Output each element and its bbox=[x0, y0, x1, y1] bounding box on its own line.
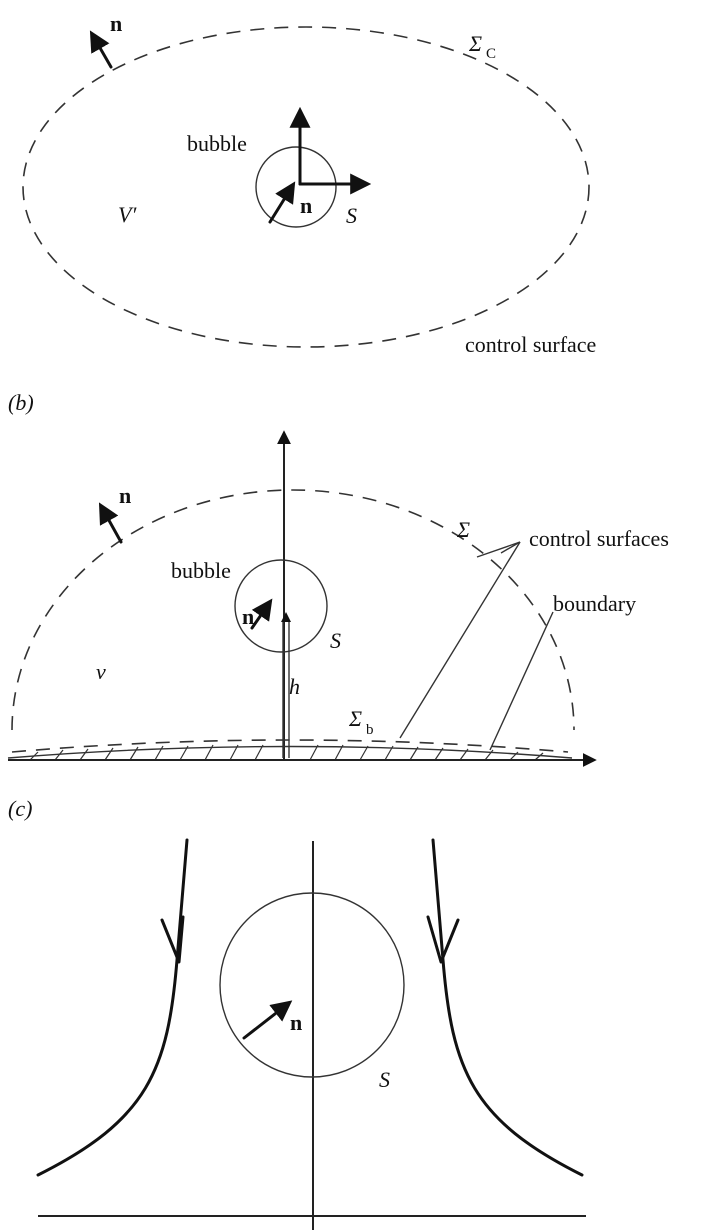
leader-sigma-b-tick bbox=[500, 541, 521, 554]
left-streamline bbox=[36, 838, 189, 1177]
outer-normal-arrow bbox=[98, 502, 123, 544]
sigma-b-subscript: b bbox=[366, 722, 374, 738]
boundary-line bbox=[7, 745, 573, 759]
sigma-c-label: Σ bbox=[468, 31, 482, 56]
bubble-normal-label: n bbox=[300, 193, 312, 218]
control-surface-sigma bbox=[11, 489, 575, 731]
height-arrowhead bbox=[281, 612, 291, 622]
outer-normal-label: n bbox=[119, 483, 131, 508]
bubble-normal-label: n bbox=[290, 1010, 302, 1035]
left-streamline-arrowhead bbox=[160, 915, 185, 964]
bubble-circle bbox=[234, 559, 328, 653]
bubble-circle bbox=[255, 146, 337, 228]
volume-label: v bbox=[96, 659, 106, 684]
outer-normal-label: n bbox=[110, 11, 122, 36]
sigma-label: Σ bbox=[456, 517, 470, 542]
right-streamline-arrowhead bbox=[426, 915, 460, 964]
leader-sigma-b bbox=[399, 541, 521, 739]
control-surface-sigma-c bbox=[22, 26, 590, 348]
surface-s-label: S bbox=[379, 1067, 390, 1092]
bubble-normal-arrow bbox=[268, 181, 296, 224]
sigma-c-subscript: C bbox=[486, 46, 496, 62]
panel-c-label: (c) bbox=[8, 796, 32, 821]
panel-c: (c) n S bbox=[8, 796, 586, 1230]
bubble-label: bubble bbox=[187, 131, 247, 156]
sigma-b-surface bbox=[11, 739, 569, 753]
control-surfaces-label: control surfaces bbox=[529, 526, 669, 551]
surface-s-label: S bbox=[330, 628, 341, 653]
bubble-label: bubble bbox=[171, 558, 231, 583]
leader-sigma bbox=[476, 541, 521, 558]
panel-a: n Σ C n bubble V′ S control surface bbox=[22, 11, 596, 357]
boundary-hatching bbox=[29, 744, 544, 761]
leader-boundary bbox=[489, 611, 554, 751]
outer-normal-arrow bbox=[89, 30, 113, 69]
bubble-circle bbox=[219, 892, 405, 1078]
volume-label: V′ bbox=[118, 202, 137, 227]
bubble-normal-arrow bbox=[250, 598, 273, 630]
boundary-label: boundary bbox=[553, 591, 636, 616]
bubble-normal-arrow bbox=[242, 1000, 293, 1040]
surface-s-label: S bbox=[346, 203, 357, 228]
bubble-normal-label: n bbox=[242, 604, 254, 629]
control-surface-label: control surface bbox=[465, 332, 596, 357]
panel-b-label: (b) bbox=[8, 390, 34, 415]
panel-b: (b) bbox=[7, 390, 669, 767]
sigma-b-label: Σ bbox=[348, 706, 362, 731]
height-label: h bbox=[289, 674, 300, 699]
right-streamline bbox=[431, 838, 584, 1177]
